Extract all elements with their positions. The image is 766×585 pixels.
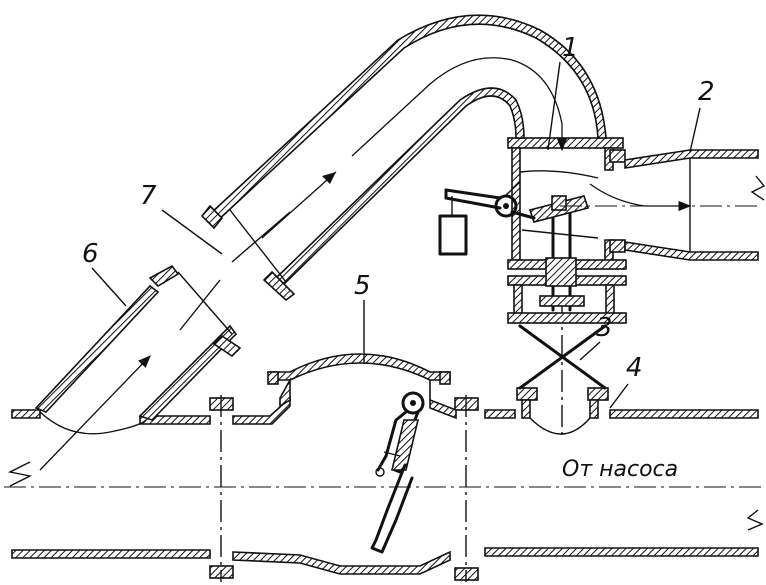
label-3: 3 — [596, 313, 613, 343]
main-pipe — [4, 396, 764, 575]
label-7: 7 — [140, 181, 157, 211]
label-2: 2 — [698, 77, 715, 107]
main-pipe-flange-left — [209, 395, 234, 582]
check-valve-flap — [370, 391, 425, 554]
check-valve-housing — [267, 353, 457, 420]
label-1: 1 — [562, 33, 579, 63]
flow-caption: От насоса — [562, 457, 678, 482]
main-pipe-flange-right — [454, 395, 479, 582]
outlet-pipe — [560, 149, 766, 261]
lower-bypass-pipe — [34, 264, 242, 471]
leader-lines — [91, 61, 701, 409]
label-4: 4 — [626, 353, 643, 383]
bent-bypass-pipe — [200, 14, 607, 302]
float-valve-body — [507, 137, 627, 324]
vertical-stub — [516, 300, 609, 440]
label-6: 6 — [82, 239, 99, 269]
lever-counterweight — [438, 181, 536, 256]
label-5: 5 — [354, 271, 371, 301]
